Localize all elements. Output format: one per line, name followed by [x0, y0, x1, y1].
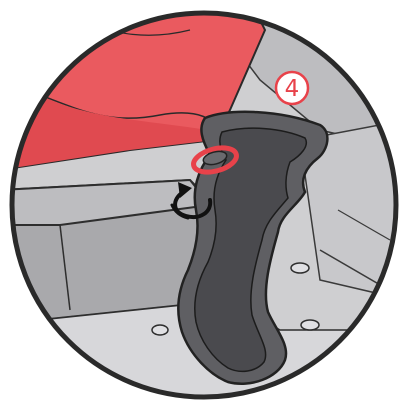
- step-number: 4: [285, 76, 300, 102]
- screw-hole: [152, 325, 168, 335]
- step-badge: 4: [276, 72, 308, 104]
- screw-hole: [301, 320, 319, 330]
- screw-hole: [291, 263, 309, 273]
